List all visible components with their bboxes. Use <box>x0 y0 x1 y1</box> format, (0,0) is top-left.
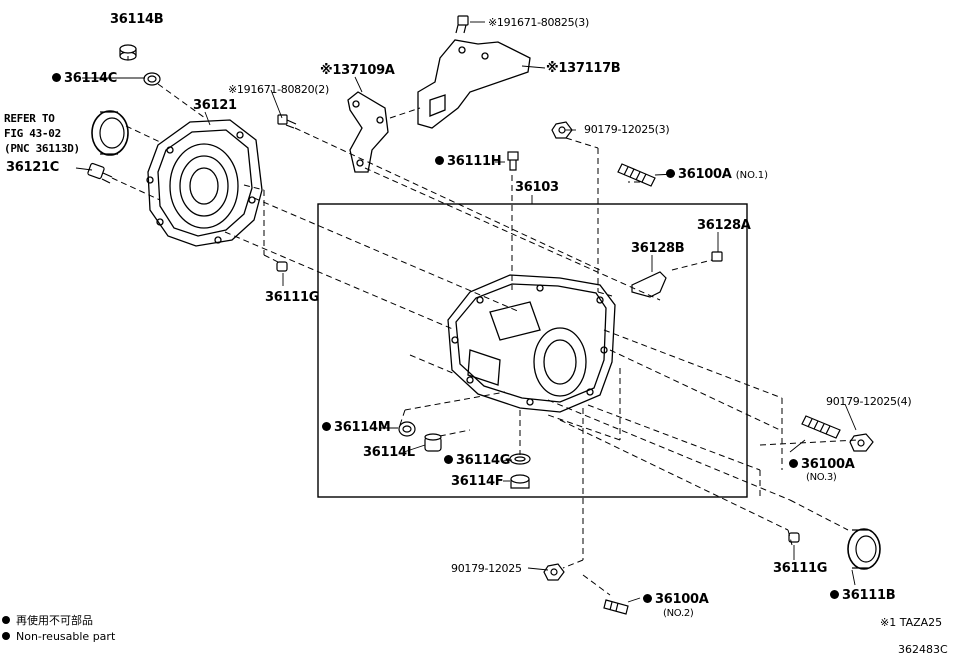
label-text: 36100A <box>655 592 709 607</box>
legend-japanese: 再使用不可部品 <box>2 614 93 628</box>
gasket-36114G <box>509 453 531 465</box>
label-sub: (NO.1) <box>735 170 769 181</box>
dowel-pin-right <box>788 532 800 543</box>
label-36114F: 36114F <box>451 474 504 489</box>
non-reusable-dot-icon <box>435 156 444 165</box>
label-36111B: 36111B <box>830 588 896 603</box>
non-reusable-dot-icon <box>2 616 10 624</box>
non-reusable-dot-icon <box>643 594 652 603</box>
plug-36114F <box>510 474 530 489</box>
plug-36114B <box>119 44 137 61</box>
stud-36100A-1 <box>617 163 656 187</box>
label-36100A-2-sub: (NO.2) <box>663 608 694 619</box>
nut-90179-3 <box>551 121 573 139</box>
label-36100A-3-sub: (NO.3) <box>806 472 837 483</box>
gasket-36114M <box>398 421 416 437</box>
label-36100A-2: 36100A <box>643 592 709 607</box>
label-36114G: 36114G <box>444 453 510 468</box>
bracket-37117B <box>417 39 531 129</box>
label-nut-bottom: 90179-12025 <box>451 562 522 575</box>
label-36103: 36103 <box>515 180 559 195</box>
extension-housing-36121 <box>146 119 263 247</box>
label-text: 36111B <box>842 588 896 603</box>
dashed-assembly-lines <box>111 46 859 596</box>
plate-36128B <box>631 271 667 298</box>
label-nut-4: 90179-12025(4) <box>826 395 912 408</box>
stud-36100A-3 <box>801 415 841 439</box>
bolt-36128A <box>711 251 723 262</box>
label-refer-fig: REFER TO FIG 43-02 (PNC 36113D) <box>4 111 80 156</box>
bracket-37109A <box>347 91 389 173</box>
label-36121C: 36121C <box>6 160 59 175</box>
label-36100A-3: 36100A <box>789 457 855 472</box>
plug-36114L <box>424 433 442 452</box>
label-36121: 36121 <box>193 98 237 113</box>
label-36128B: 36128B <box>631 241 685 256</box>
non-reusable-dot-icon <box>2 632 10 640</box>
label-36114L: 36114L <box>363 445 415 460</box>
nut-90179-bottom <box>543 563 565 581</box>
non-reusable-dot-icon <box>789 459 798 468</box>
label-bolt-80820: ※191671-80820(2) <box>228 83 329 96</box>
label-36111H: 36111H <box>435 154 502 169</box>
bolt-36121C <box>87 162 113 184</box>
label-text: 36100A <box>801 457 855 472</box>
bolt-191671-80825 <box>455 15 469 34</box>
legend-text-en: Non-reusable part <box>16 630 116 643</box>
label-37117B: ※137117B <box>546 61 621 76</box>
label-text: 36100A <box>678 167 732 182</box>
case-assembly-box <box>317 203 748 498</box>
legend-text-jp: 再使用不可部品 <box>16 614 93 627</box>
label-text: 36114M <box>334 420 391 435</box>
label-36114B: 36114B <box>110 12 164 27</box>
label-36111G-right: 36111G <box>773 561 828 576</box>
label-nut-3: 90179-12025(3) <box>584 123 670 136</box>
legend-english: Non-reusable part <box>2 630 115 644</box>
oil-seal-right <box>847 528 881 570</box>
diagram-code: 362483C <box>898 643 948 656</box>
non-reusable-dot-icon <box>830 590 839 599</box>
non-reusable-dot-icon <box>322 422 331 431</box>
label-36114C: 36114C <box>52 71 117 86</box>
transfer-case-36103 <box>447 274 616 413</box>
non-reusable-dot-icon <box>666 169 675 178</box>
non-reusable-dot-icon <box>52 73 61 82</box>
gasket-36114C <box>143 72 161 86</box>
dowel-pin-left <box>276 261 288 272</box>
label-37109A: ※137109A <box>320 63 395 78</box>
label-36111G-left: 36111G <box>265 290 320 305</box>
refer-line-3: (PNC 36113D) <box>4 142 80 155</box>
label-36100A-1: 36100A (NO.1) <box>666 167 768 183</box>
label-text: 36114C <box>64 71 117 86</box>
stud-36100A-2 <box>603 599 629 615</box>
non-reusable-dot-icon <box>444 455 453 464</box>
label-36114M: 36114M <box>322 420 391 435</box>
label-text: 36114G <box>456 453 511 468</box>
note-taza25: ※1 TAZA25 <box>880 616 943 629</box>
label-bolt-80825: ※191671-80825(3) <box>488 16 589 29</box>
leader-lines <box>75 21 857 603</box>
oil-seal-left <box>91 110 129 156</box>
refer-line-2: FIG 43-02 <box>4 127 61 140</box>
refer-line-1: REFER TO <box>4 112 55 125</box>
bolt-191671-80820 <box>277 114 297 129</box>
label-text: 36111H <box>447 154 502 169</box>
nut-90179-4 <box>849 433 874 452</box>
label-36128A: 36128A <box>697 218 751 233</box>
sensor-36111H <box>507 151 519 171</box>
